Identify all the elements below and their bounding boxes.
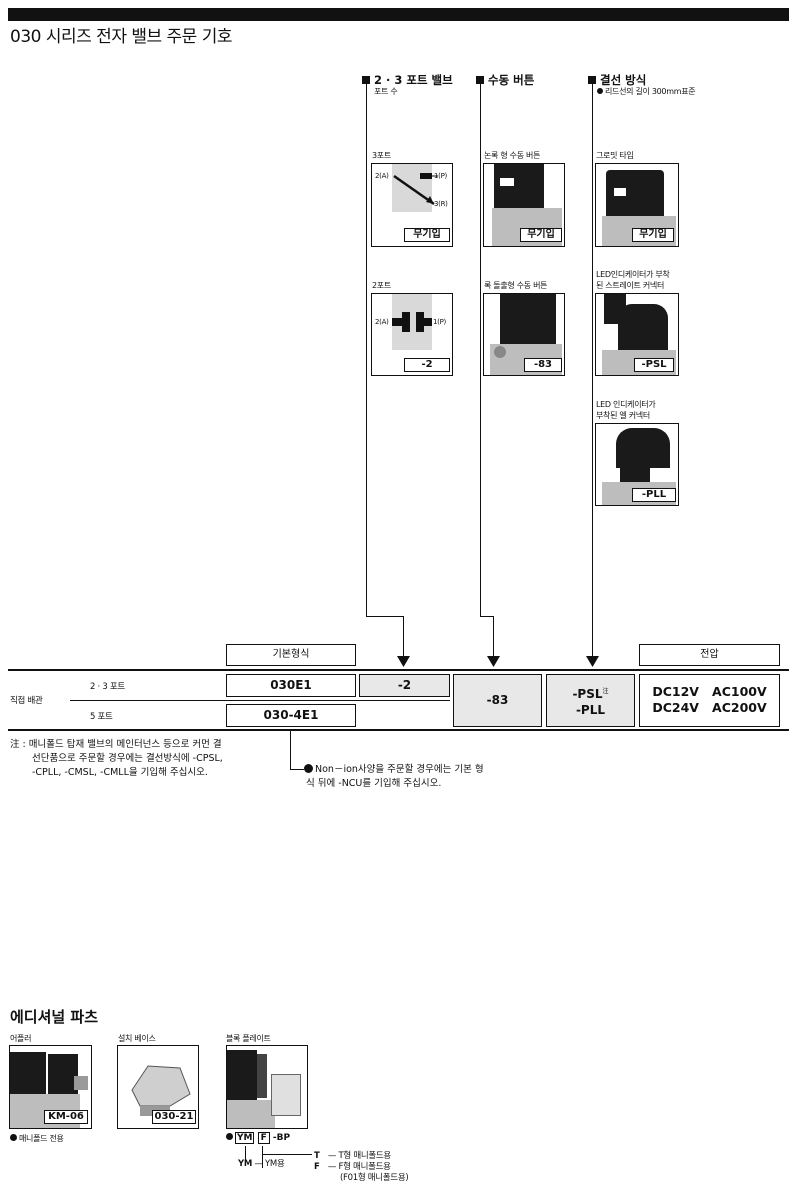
code-badge: -PSL xyxy=(634,358,674,372)
additional-parts-title: 에디셔널 파츠 xyxy=(10,1008,99,1026)
part-note: 매니폴드 전용 xyxy=(10,1133,64,1144)
square-bullet-icon xyxy=(588,76,596,84)
part-label: 설치 베이스 xyxy=(118,1034,156,1043)
code-badge: -83 xyxy=(524,358,562,372)
bullet-icon xyxy=(304,764,313,773)
note-1: 注 : 매니폴드 탑재 밸브의 메인터넌스 등으로 커먼 결 선단품으로 주문할… xyxy=(10,739,223,778)
code-line xyxy=(262,1146,263,1168)
part-image: KM-06 xyxy=(9,1045,92,1129)
valve-image: -PSL xyxy=(595,293,679,376)
valve-image: -PLL xyxy=(595,423,679,506)
ports-heading: 2 · 3 포트 밸브 xyxy=(362,72,453,88)
code-line xyxy=(245,1146,246,1160)
manual-code: -83 xyxy=(453,674,542,727)
arrow-down-icon xyxy=(487,656,500,667)
manual-heading: 수동 버튼 xyxy=(476,72,534,88)
note-line xyxy=(290,769,304,770)
valve-image: -83 xyxy=(483,293,565,376)
part-image xyxy=(226,1045,308,1129)
square-bullet-icon xyxy=(476,76,484,84)
table-divider xyxy=(70,700,450,701)
voltage-options: DC12V AC100V DC24V AC200V xyxy=(639,674,780,727)
leader-line xyxy=(403,616,404,660)
manual-button-icon xyxy=(494,346,506,358)
block-plate-code: YM F -BP xyxy=(226,1132,290,1144)
code-badge: 무기입 xyxy=(404,228,450,242)
table-rule xyxy=(8,729,789,731)
arrow-down-icon xyxy=(586,656,599,667)
base-type-header: 기본형식 xyxy=(226,644,356,666)
ym-variant: YM — YM용 xyxy=(238,1159,285,1169)
option-label: 록 돌출형 수동 버튼 xyxy=(484,281,548,290)
option-label: 논록 형 수동 버튼 xyxy=(484,151,541,160)
bullet-icon xyxy=(226,1133,233,1140)
valve-symbol-icon xyxy=(392,312,432,332)
part-label: 어플러 xyxy=(10,1034,32,1043)
part-image: 030-21 xyxy=(117,1045,199,1129)
bullet-icon xyxy=(10,1134,17,1141)
header-bar xyxy=(8,8,789,21)
option-label: 부착된 엘 커넥터 xyxy=(596,411,650,420)
wiring-subheading: 리드선의 길이 300mm표준 xyxy=(597,86,696,97)
port-code: -2 xyxy=(359,674,450,697)
option-label: 그로밋 타입 xyxy=(596,151,634,160)
wiring-codes: -PSL注 -PLL xyxy=(546,674,635,727)
row-label: 5 포트 xyxy=(90,712,113,722)
code-badge: KM-06 xyxy=(44,1110,88,1124)
arrow-down-icon xyxy=(397,656,410,667)
option-label: 2포트 xyxy=(372,281,391,290)
code-badge: 무기입 xyxy=(520,228,562,242)
code-badge: 무기입 xyxy=(632,228,674,242)
row-label: 2 · 3 포트 xyxy=(90,682,125,692)
valve-symbol-icon xyxy=(393,173,438,206)
page-title: 030 시리즈 전자 밸브 주문 기호 xyxy=(10,27,233,47)
option-label: 3포트 xyxy=(372,151,391,160)
leader-line xyxy=(493,616,494,660)
port2-symbol: 2(A) 1(P) -2 xyxy=(371,293,453,376)
code-line xyxy=(262,1154,312,1155)
option-label: LED인디케이터가 부착 xyxy=(596,270,670,279)
t-variant: T — T형 매니폴드용 xyxy=(314,1151,391,1161)
port3-symbol: 2(A) 1(P) 3(R) 무기입 xyxy=(371,163,453,247)
f01-variant: (F01형 매니폴드용) xyxy=(340,1173,409,1183)
leader-line xyxy=(366,82,367,616)
valve-image: 무기입 xyxy=(595,163,679,247)
f-variant: F — F형 매니폴드용 xyxy=(314,1162,391,1172)
code-badge: -2 xyxy=(404,358,450,372)
option-label: LED 인디케이터가 xyxy=(596,400,656,409)
table-rule xyxy=(8,669,789,671)
note-line xyxy=(290,731,291,769)
square-bullet-icon xyxy=(362,76,370,84)
code-badge: -PLL xyxy=(632,488,676,502)
model-030E1: 030E1 xyxy=(226,674,356,697)
note-2: Non－ion사양을 주문할 경우에는 기본 형 식 뒤에 -NCU를 기입해 … xyxy=(304,764,484,789)
model-030-4E1: 030-4E1 xyxy=(226,704,356,727)
wiring-heading: 결선 방식 xyxy=(588,72,646,88)
leader-line xyxy=(592,82,593,660)
leader-line xyxy=(480,616,493,617)
part-label: 블록 플레이트 xyxy=(226,1034,271,1043)
code-badge: 030-21 xyxy=(152,1110,196,1124)
leader-line xyxy=(480,82,481,616)
bullet-icon xyxy=(597,88,603,94)
leader-line xyxy=(366,616,403,617)
voltage-header: 전압 xyxy=(639,644,780,666)
option-label: 된 스트레이트 커넥터 xyxy=(596,281,665,290)
valve-image: 무기입 xyxy=(483,163,565,247)
ports-subheading: 포트 수 xyxy=(374,87,398,96)
row-group-label: 직접 배관 xyxy=(10,696,43,706)
